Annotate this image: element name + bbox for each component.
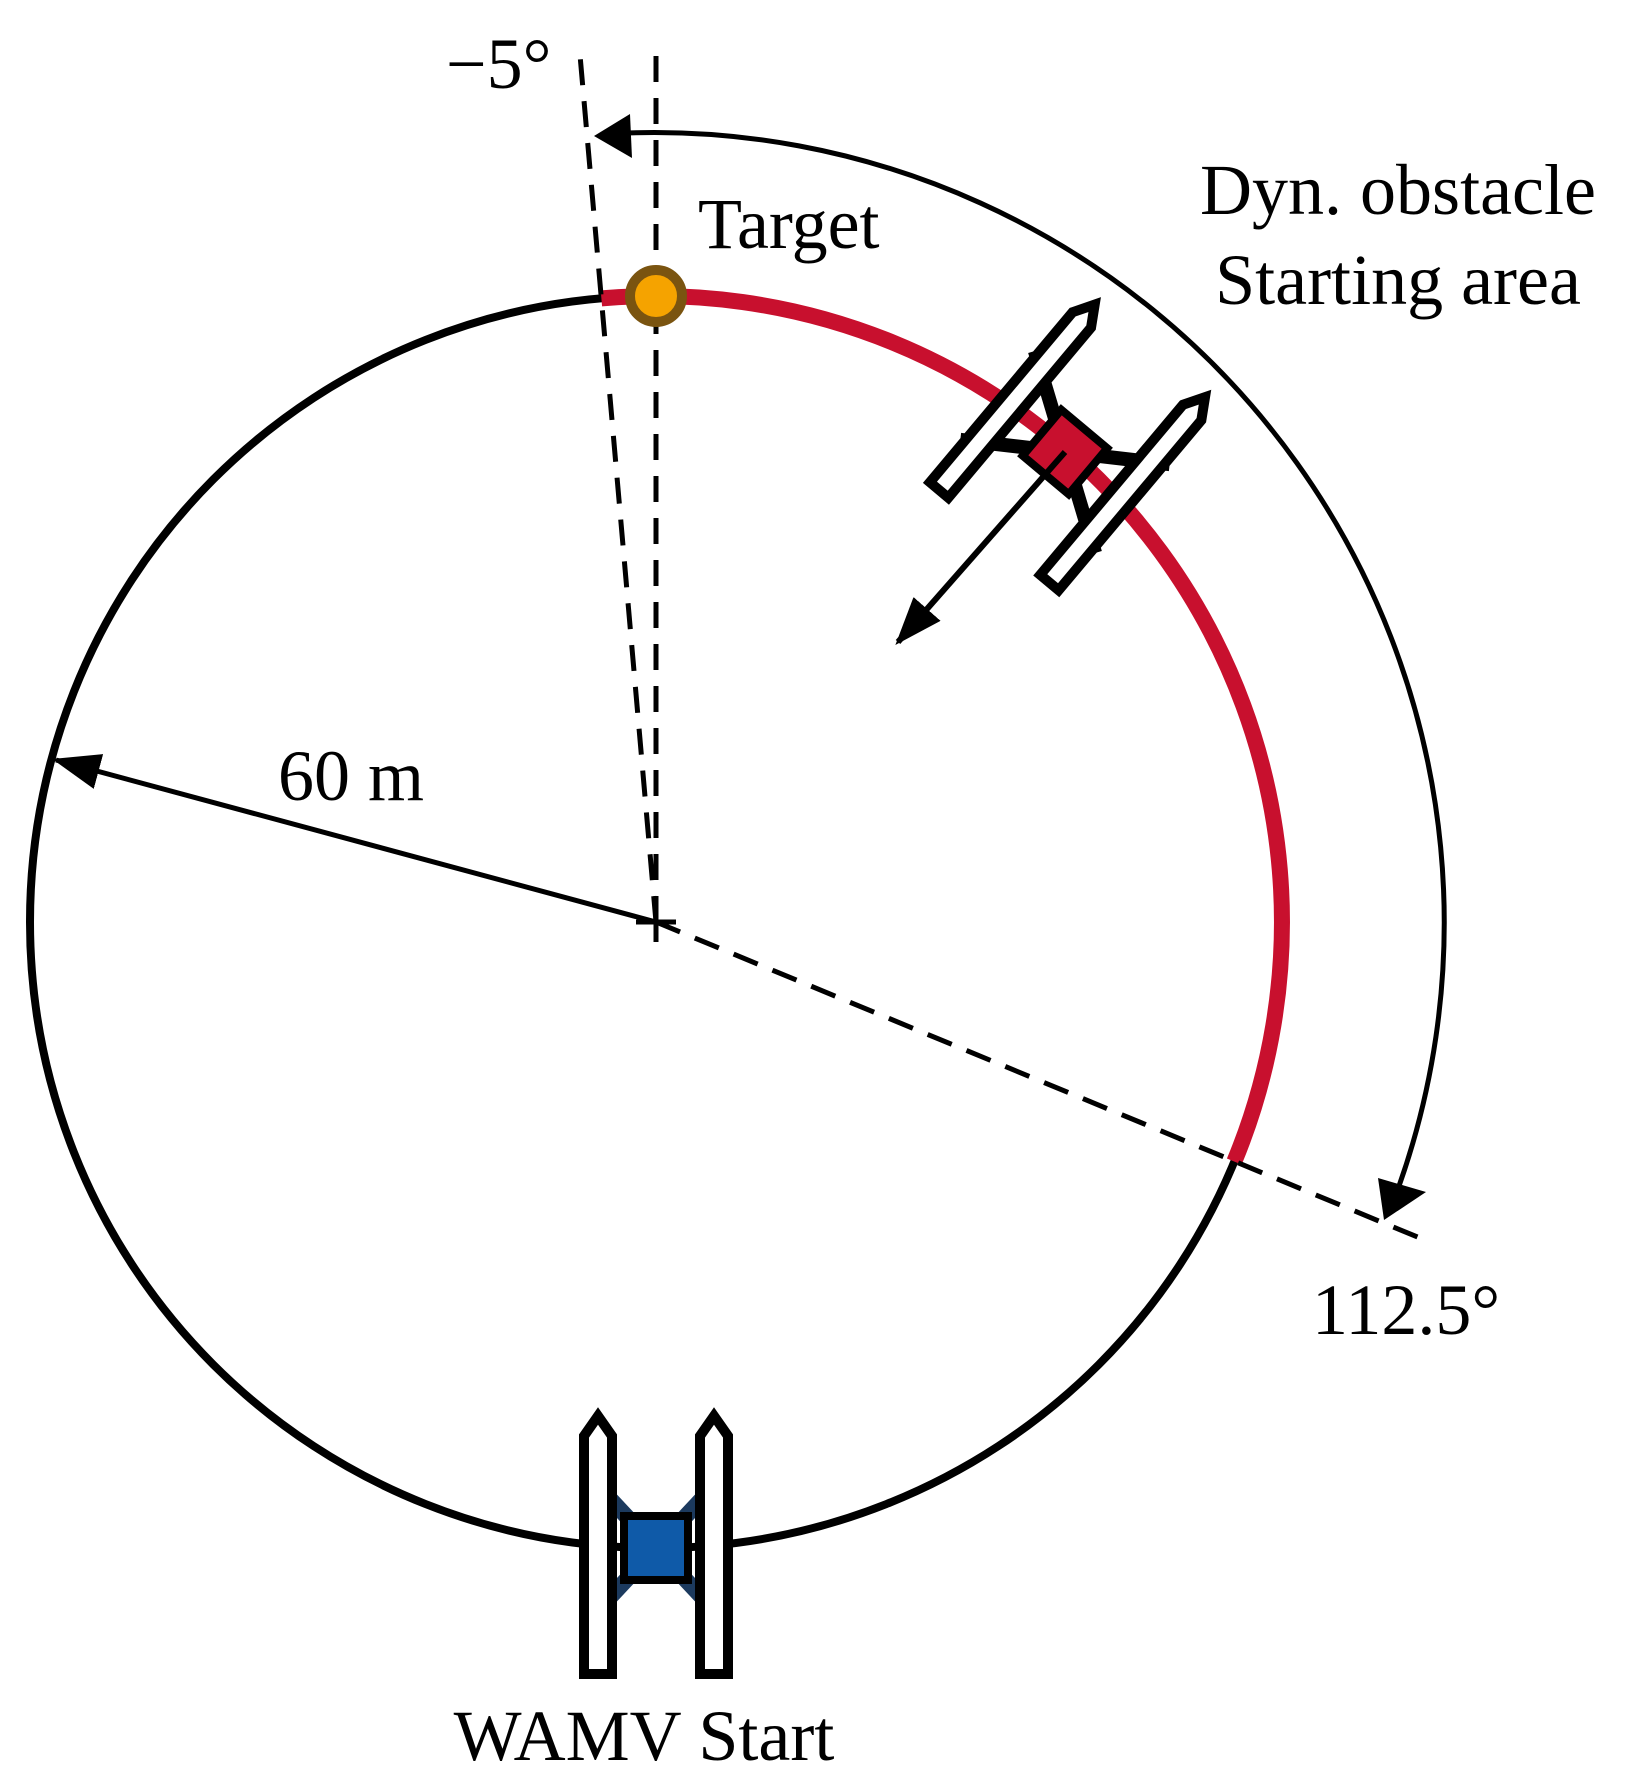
obstacle-vessel-icon [922, 297, 1212, 598]
target-marker-icon [625, 265, 687, 327]
wamv-vessel-icon [579, 1407, 733, 1679]
obstacle-direction-arrow [895, 450, 1068, 646]
angle-end-label: 112.5° [1312, 1270, 1500, 1350]
radius-arrow [52, 754, 657, 925]
obstacle-label-line2: Starting area [1215, 240, 1581, 320]
end-angle-line [655, 919, 1433, 1246]
radius-label: 60 m [278, 736, 424, 816]
wamv-start-label: WAMV Start [454, 1696, 835, 1776]
angle-arrow-head-end [1378, 1178, 1426, 1220]
starting-area-arc [600, 288, 1290, 1165]
angle-start-label: −5° [446, 24, 551, 104]
angle-arrow-head-start [594, 114, 632, 158]
target-label: Target [698, 184, 880, 264]
start-angle-line [577, 54, 659, 923]
obstacle-label-line1: Dyn. obstacle [1200, 150, 1596, 230]
angle-arrow-arc [625, 130, 1447, 1206]
